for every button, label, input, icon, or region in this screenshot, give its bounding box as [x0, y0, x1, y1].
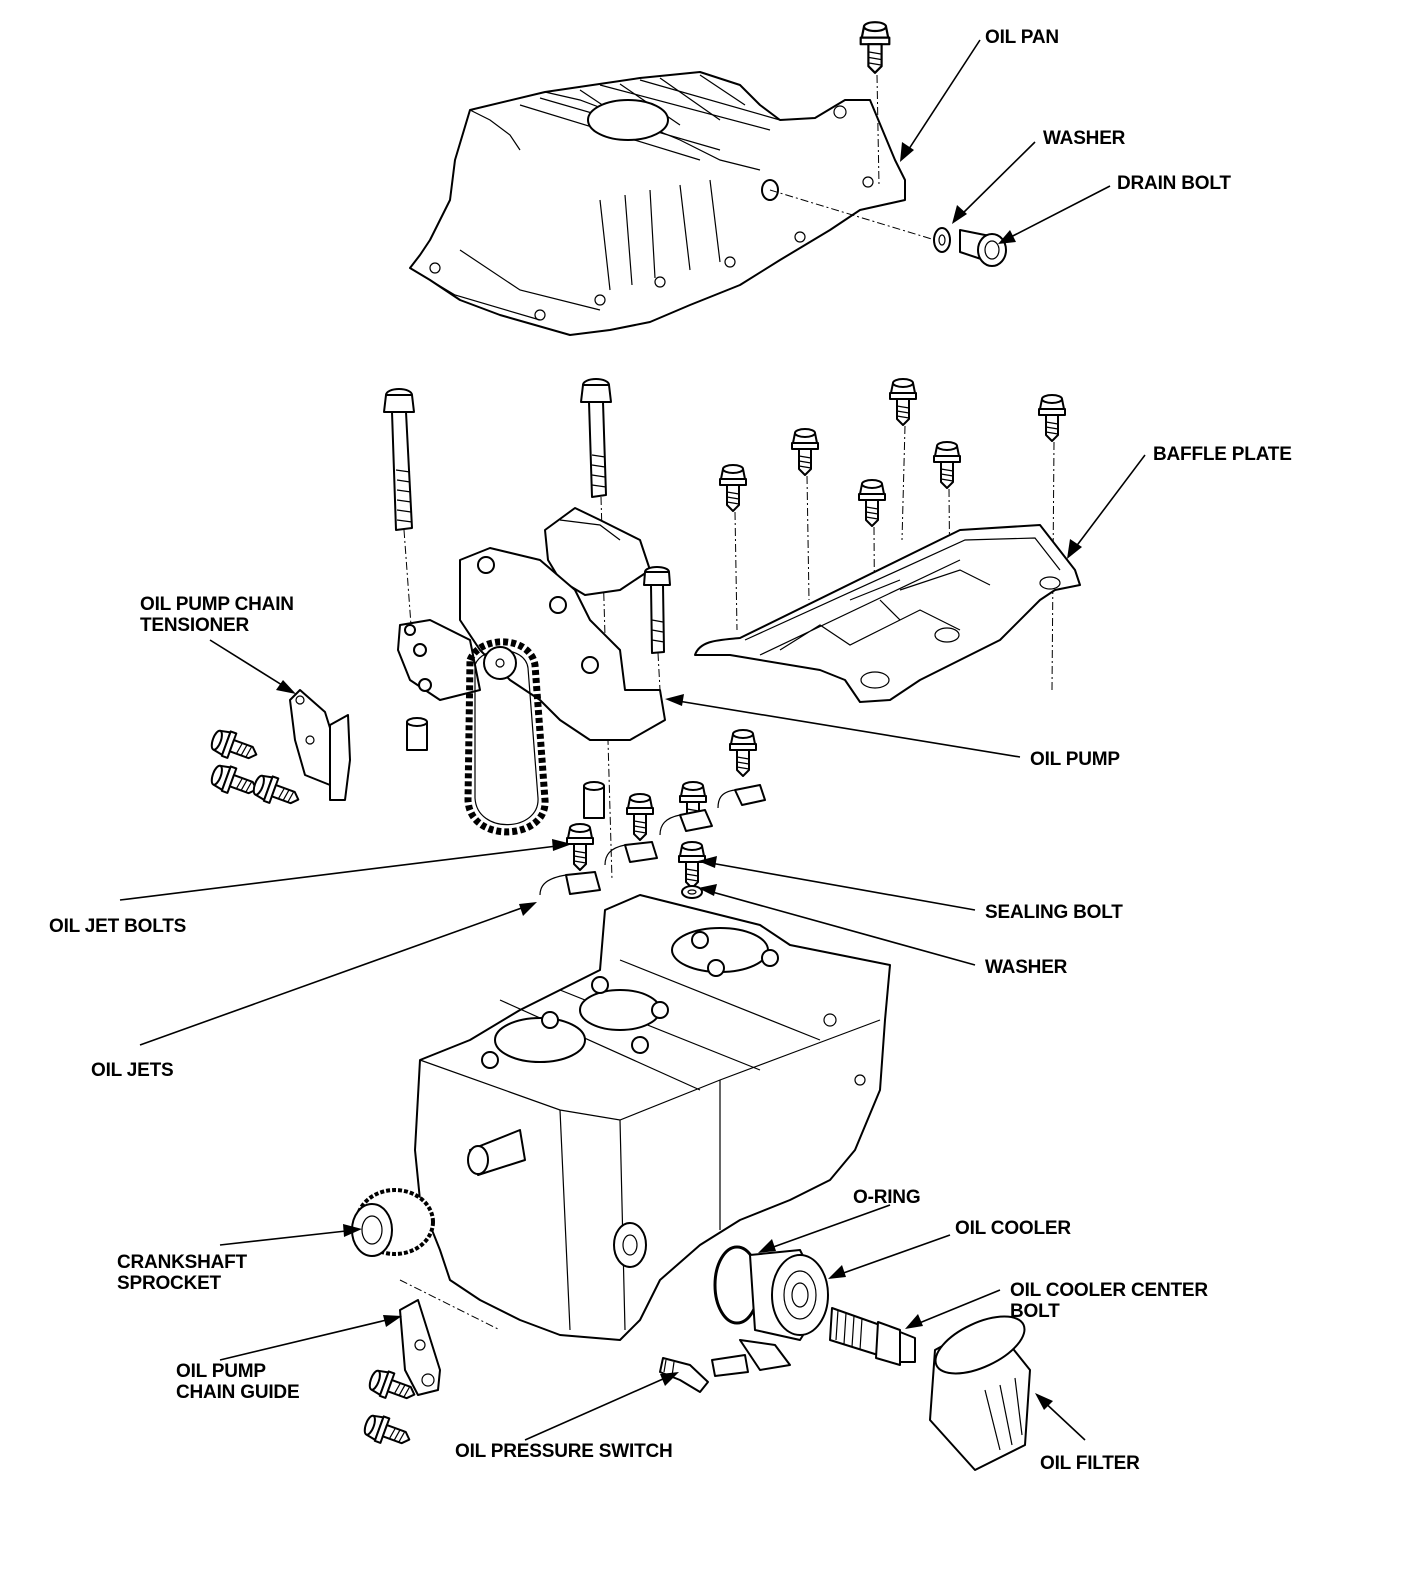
oil-pump-long-bolt-2 [580, 378, 612, 498]
label-line-2: TENSIONER [140, 615, 250, 636]
label-crankshaft-sprocket: CRANKSHAFT SPROCKET [117, 1252, 247, 1294]
oil-cooler-center-bolt [829, 1307, 916, 1366]
baffle-plate [694, 524, 1081, 703]
dowel-pin-1 [406, 717, 428, 751]
label-washer-top: WASHER [1043, 128, 1126, 149]
leader-lines [119, 39, 1146, 1441]
oil-jet-1 [717, 784, 766, 809]
oil-jet-3 [604, 841, 658, 866]
sealing-bolt [678, 841, 706, 889]
oil-pump-chain-guide [399, 1299, 441, 1396]
baffle-bolt-4 [858, 479, 886, 527]
oil-pump-short-bolt [643, 566, 671, 654]
label-oil-pressure-switch: OIL PRESSURE SWITCH [455, 1441, 673, 1462]
label-line-2: SPROCKET [117, 1273, 221, 1294]
oil-jet-2 [659, 809, 713, 836]
label-washer-mid: WASHER [985, 957, 1068, 978]
label-line-1: CRANKSHAFT [117, 1252, 247, 1273]
label-line-1: OIL PUMP CHAIN [140, 594, 294, 615]
oil-pan-bolt [859, 21, 891, 74]
label-line-1: OIL PUMP [176, 1361, 266, 1382]
baffle-bolt-6 [1038, 394, 1066, 442]
label-oil-cooler-center-bolt: OIL COOLER CENTER BOLT [1010, 1280, 1208, 1322]
label-line-1: OIL COOLER CENTER [1010, 1280, 1208, 1301]
oil-pump [397, 507, 666, 741]
baffle-bolt-5 [933, 441, 961, 489]
oil-pump-chain [464, 638, 549, 836]
dowel-pin-2 [583, 781, 605, 819]
label-oil-cooler: OIL COOLER [955, 1218, 1071, 1239]
oil-jet-4 [539, 871, 601, 896]
label-baffle-plate: BAFFLE PLATE [1153, 444, 1292, 465]
oil-pump-chain-tensioner [289, 689, 351, 801]
label-drain-bolt: DRAIN BOLT [1117, 173, 1231, 194]
label-line-2: CHAIN GUIDE [176, 1382, 300, 1403]
oil-pump-long-bolt-1 [383, 388, 415, 531]
label-oil-pan: OIL PAN [985, 27, 1059, 48]
oil-jet-bolt-3 [626, 793, 654, 841]
oil-filter [929, 1315, 1031, 1471]
sealing-washer [681, 885, 703, 899]
baffle-bolt-2 [791, 428, 819, 476]
label-oil-pump: OIL PUMP [1030, 749, 1120, 770]
oil-pressure-switch [659, 1357, 709, 1393]
label-line-2: BOLT [1010, 1301, 1060, 1322]
drain-bolt [959, 229, 1007, 267]
label-oil-pump-chain-guide: OIL PUMP CHAIN GUIDE [176, 1361, 300, 1403]
engine-block [414, 894, 891, 1341]
tensioner-bolt-1 [207, 725, 262, 768]
tensioner-bolt-2 [207, 760, 262, 803]
label-sealing-bolt: SEALING BOLT [985, 902, 1123, 923]
baffle-bolt-1 [719, 464, 747, 512]
label-oil-jets: OIL JETS [91, 1060, 174, 1081]
label-oil-pump-chain-tensioner: OIL PUMP CHAIN TENSIONER [140, 594, 294, 636]
drain-washer [933, 227, 951, 253]
oil-jet-bolt-1 [729, 729, 757, 777]
oil-cooler-fitting [711, 1354, 749, 1377]
label-oil-filter: OIL FILTER [1040, 1453, 1140, 1474]
oil-pan [409, 71, 906, 336]
crankshaft-sprocket [351, 1188, 435, 1257]
label-oil-jet-bolts: OIL JET BOLTS [49, 916, 187, 937]
chain-guide-bolt-2 [360, 1410, 415, 1453]
label-o-ring: O-RING [853, 1187, 921, 1208]
oil-jet-bolt-4 [566, 823, 594, 871]
oil-cooler [739, 1249, 829, 1371]
baffle-bolt-3 [889, 378, 917, 426]
tensioner-bolt-3 [249, 770, 304, 813]
